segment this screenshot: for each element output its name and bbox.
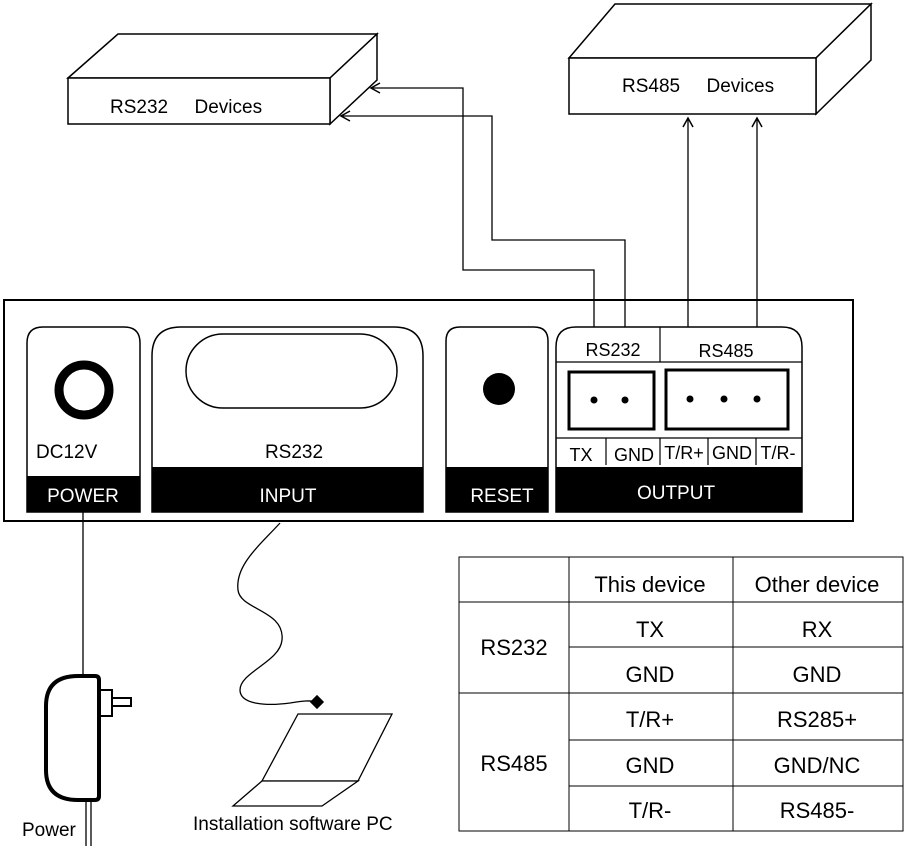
reset-button-icon xyxy=(483,373,515,405)
rs232-terminal-icon xyxy=(567,370,656,431)
pin-tr-plus: T/R+ xyxy=(664,443,704,463)
laptop-icon: Installation software PC xyxy=(193,694,394,835)
rs232-wiring xyxy=(339,82,626,400)
dc-jack-icon xyxy=(54,360,114,420)
table-header-other-device: Other device xyxy=(755,572,880,597)
pin-gnd-rs232: GND xyxy=(614,445,654,465)
pin-gnd-rs485: GND xyxy=(712,443,752,463)
pc-cable xyxy=(237,522,319,705)
table-cell: GND xyxy=(793,662,842,687)
rs232-devices-box: RS232 Devices xyxy=(66,32,379,126)
input-caption: RS232 xyxy=(265,442,323,463)
power-module: DC12V POWER xyxy=(26,326,141,513)
reset-label: RESET xyxy=(470,486,534,507)
table-cell: RS485- xyxy=(780,798,855,823)
power-adapter-icon xyxy=(44,674,101,802)
device-panel xyxy=(3,299,854,522)
output-module: RS232 RS485 TX GND T/R+ GND T/R- OUTPUT xyxy=(555,326,803,513)
table-cell: GND xyxy=(626,753,675,778)
power-label: POWER xyxy=(47,486,119,507)
table-group-rs485: RS485 xyxy=(480,751,547,776)
output-label: OUTPUT xyxy=(637,483,716,504)
power-adapter: Power xyxy=(22,512,132,846)
db9-port-icon xyxy=(185,333,398,409)
table-group-rs232: RS232 xyxy=(480,635,547,660)
table-cell: T/R+ xyxy=(626,707,674,732)
pin-mapping-table xyxy=(458,556,904,832)
table-cell: GND/NC xyxy=(774,753,861,778)
reset-module: RESET xyxy=(445,326,549,513)
rs485-devices-label: RS485 Devices xyxy=(622,76,774,97)
rs232-devices-label: RS232 Devices xyxy=(110,97,262,118)
table-cell: TX xyxy=(636,617,664,642)
pc-label: Installation software PC xyxy=(193,814,393,835)
input-module: RS232 INPUT xyxy=(151,326,424,513)
rs485-devices-box: RS485 Devices xyxy=(567,2,873,116)
output-group-rs485: RS485 xyxy=(698,341,753,361)
table-header-this-device: This device xyxy=(594,572,705,597)
output-group-rs232: RS232 xyxy=(585,340,640,360)
table-cell: GND xyxy=(626,662,675,687)
power-adapter-label: Power xyxy=(22,820,77,841)
table-cell: T/R- xyxy=(629,798,672,823)
table-cell: RS285+ xyxy=(777,707,857,732)
pin-mapping-table-text: This device Other device RS232 TX RX GND… xyxy=(480,572,879,823)
power-caption: DC12V xyxy=(36,442,98,463)
pin-tx: TX xyxy=(569,445,592,465)
pin-tr-minus: T/R- xyxy=(761,443,796,463)
input-label: INPUT xyxy=(260,486,317,507)
rs485-terminal-icon xyxy=(664,368,790,431)
table-cell: RX xyxy=(802,617,833,642)
